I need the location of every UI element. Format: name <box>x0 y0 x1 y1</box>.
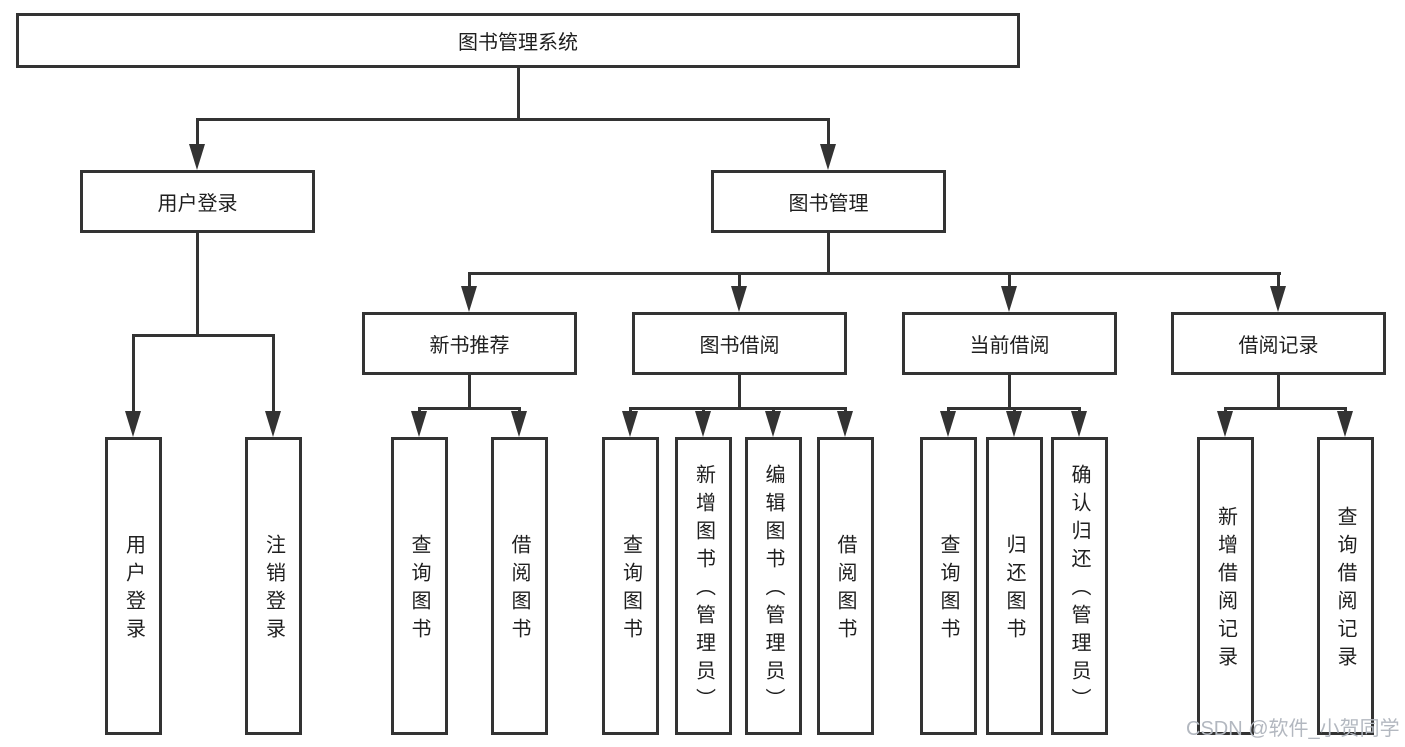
connector-book-borrow-hbar <box>629 407 845 410</box>
node-leaf-return-book: 归还图书 <box>985 437 1043 735</box>
node-leaf-user-login: 用户登录 <box>105 437 162 735</box>
csdn-watermark: CSDN @软件_小贺同学 <box>1186 718 1400 740</box>
arrowhead-add-book <box>695 411 711 437</box>
node-leaf-add-book-admin-label: 新增图书（管理员） <box>692 464 715 716</box>
arrowhead-book-borrow <box>731 286 747 312</box>
connector-borrow-records-stem <box>1277 375 1280 410</box>
arrowhead-user-login <box>189 144 205 170</box>
node-leaf-logout: 注销登录 <box>245 437 302 735</box>
arrowhead-leaf-user-login <box>125 411 141 437</box>
node-leaf-logout-label: 注销登录 <box>262 534 285 646</box>
arrowhead-add-record <box>1217 411 1233 437</box>
connector-user-login-hbar <box>132 334 275 337</box>
arrowhead-new-book <box>461 286 477 312</box>
connector-book-mgmt-stem <box>827 233 830 275</box>
connector-arm-book-mgmt <box>827 121 830 148</box>
arrowhead-borrow-books-2 <box>836 411 853 437</box>
connector-current-borrow-stem <box>1008 375 1011 410</box>
node-leaf-query-books-2-label: 查询图书 <box>619 534 642 646</box>
node-new-book-recommend-label: 新书推荐 <box>429 335 510 357</box>
connector-arm-leaf-user-login <box>132 337 135 415</box>
connector-arm-user-login <box>196 121 199 148</box>
arrowhead-borrow-records <box>1270 286 1286 312</box>
connector-arm-leaf-logout <box>272 337 275 415</box>
node-current-borrow: 当前借阅 <box>902 312 1117 375</box>
connector-level3-hbar <box>468 272 1281 275</box>
connector-arm-new-book <box>468 275 471 289</box>
node-leaf-add-book-admin: 新增图书（管理员） <box>675 437 732 735</box>
node-leaf-borrow-books-2: 借阅图书 <box>816 437 874 735</box>
connector-user-login-stem <box>196 233 199 337</box>
arrowhead-confirm-return <box>1070 411 1087 437</box>
node-leaf-query-books-2: 查询图书 <box>602 437 659 735</box>
node-leaf-confirm-return-admin-label: 确认归还（管理员） <box>1068 464 1090 716</box>
node-leaf-query-borrow-record-label: 查询借阅记录 <box>1334 506 1356 674</box>
node-leaf-add-borrow-record-label: 新增借阅记录 <box>1214 506 1237 674</box>
node-book-management: 图书管理 <box>711 170 946 233</box>
node-root: 图书管理系统 <box>16 13 1020 68</box>
arrowhead-query-books-1 <box>410 411 427 437</box>
arrowhead-query-books-3 <box>939 411 956 437</box>
node-leaf-borrow-books-1-label: 借阅图书 <box>508 534 530 646</box>
arrowhead-edit-book <box>764 411 781 437</box>
node-leaf-confirm-return-admin: 确认归还（管理员） <box>1050 437 1108 735</box>
node-borrow-records-label: 借阅记录 <box>1238 335 1319 357</box>
node-leaf-edit-book-admin-label: 编辑图书（管理员） <box>762 464 784 716</box>
node-leaf-query-books-1: 查询图书 <box>390 437 448 735</box>
node-user-login-label: 用户登录 <box>157 193 238 215</box>
connector-level1-hbar <box>196 118 830 121</box>
node-current-borrow-label: 当前借阅 <box>969 335 1050 357</box>
connector-borrow-records-hbar <box>1224 407 1345 410</box>
connector-root-stem <box>516 68 520 121</box>
node-borrow-records: 借阅记录 <box>1171 312 1386 375</box>
arrowhead-query-record <box>1336 411 1353 437</box>
arrowhead-book-mgmt <box>820 144 836 170</box>
connector-new-book-stem <box>468 375 471 410</box>
arrowhead-borrow-books-1 <box>510 411 527 437</box>
node-leaf-add-borrow-record: 新增借阅记录 <box>1197 437 1254 735</box>
node-user-login: 用户登录 <box>80 170 315 233</box>
node-leaf-query-borrow-record: 查询借阅记录 <box>1316 437 1374 735</box>
arrowhead-current-borrow <box>1001 286 1017 312</box>
connector-book-borrow-stem <box>738 375 741 410</box>
connector-arm-book-borrow <box>738 275 741 289</box>
arrowhead-leaf-logout <box>265 411 281 437</box>
connector-arm-borrow-records <box>1277 275 1280 289</box>
node-leaf-query-books-3-label: 查询图书 <box>937 534 959 646</box>
node-leaf-query-books-1-label: 查询图书 <box>408 534 430 646</box>
node-leaf-edit-book-admin: 编辑图书（管理员） <box>744 437 802 735</box>
node-new-book-recommend: 新书推荐 <box>362 312 577 375</box>
node-leaf-borrow-books-1: 借阅图书 <box>490 437 548 735</box>
node-book-borrow: 图书借阅 <box>632 312 847 375</box>
arrowhead-return-book <box>1005 411 1022 437</box>
node-leaf-borrow-books-2-label: 借阅图书 <box>834 534 856 646</box>
connector-new-book-hbar <box>417 407 521 410</box>
node-leaf-query-books-3: 查询图书 <box>919 437 977 735</box>
node-leaf-return-book-label: 归还图书 <box>1003 534 1025 646</box>
node-book-management-label: 图书管理 <box>788 193 869 215</box>
arrowhead-query-books-2 <box>622 411 638 437</box>
node-book-borrow-label: 图书借阅 <box>699 335 780 357</box>
node-root-label: 图书管理系统 <box>458 32 578 54</box>
connector-arm-current-borrow <box>1008 275 1011 289</box>
node-leaf-user-login-label: 用户登录 <box>122 534 145 646</box>
